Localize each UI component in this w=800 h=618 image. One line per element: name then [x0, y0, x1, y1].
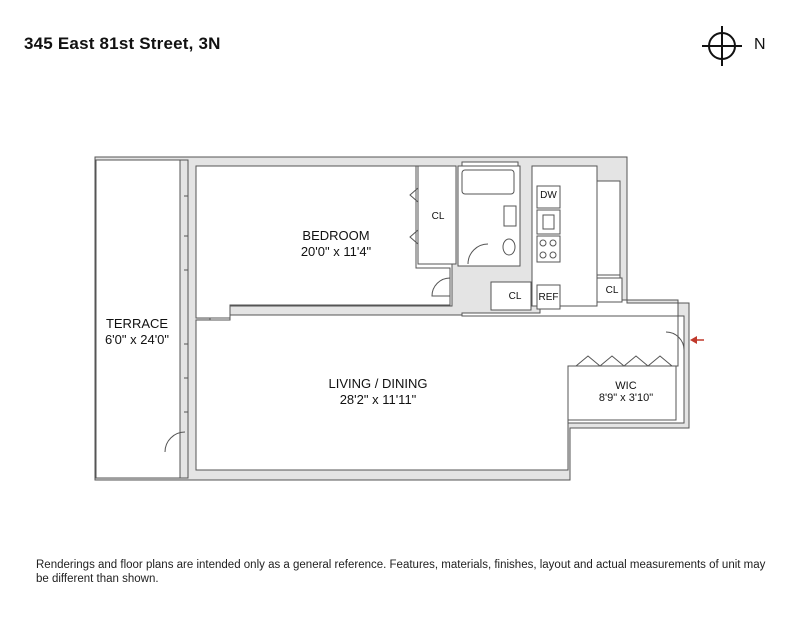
- stove: [536, 235, 561, 263]
- entry-arrow-icon: [690, 336, 704, 344]
- dishwasher-label: DW: [540, 190, 557, 201]
- living-dining-area: [195, 314, 679, 471]
- refrigerator: [536, 284, 561, 310]
- walk-in-closet: [567, 365, 677, 421]
- living-dining-label: LIVING / DINING 28'2" x 11'11": [328, 376, 428, 407]
- bedroom-door: [431, 277, 451, 297]
- disclaimer-text: Renderings and floor plans are intended …: [36, 559, 766, 585]
- terrace-door: [164, 431, 186, 453]
- terrace-label: TERRACE 6'0" x 24'0": [104, 316, 170, 347]
- wic-label: WIC 8'9" x 3'10": [598, 380, 654, 404]
- sink: [503, 205, 517, 227]
- toilet: [502, 238, 516, 256]
- entry-closet: [596, 277, 623, 303]
- entry-door: [665, 331, 685, 351]
- dishwasher: [536, 185, 561, 209]
- bedroom-closet: [417, 165, 457, 265]
- entry-closet-label: CL: [605, 285, 619, 296]
- bedroom-closet-label: CL: [431, 211, 445, 222]
- bathroom-door: [467, 243, 489, 265]
- refrigerator-label: REF: [538, 292, 559, 303]
- hall-closet: [490, 281, 532, 311]
- bedroom-label: BEDROOM 20'0" x 11'4": [300, 228, 372, 259]
- terrace-area: [95, 159, 181, 479]
- north-compass-icon: [702, 26, 742, 66]
- bathtub: [461, 169, 515, 195]
- hall-closet-label: CL: [508, 291, 522, 302]
- page-title: 345 East 81st Street, 3N: [24, 34, 221, 53]
- compass-north-label: N: [754, 36, 766, 53]
